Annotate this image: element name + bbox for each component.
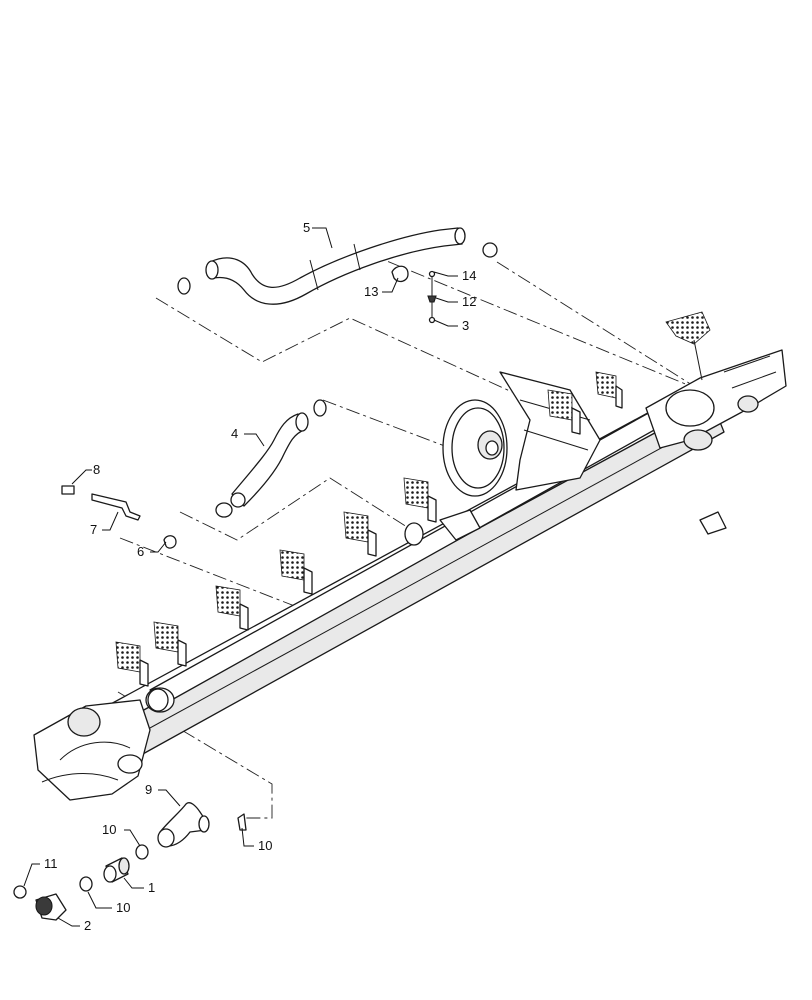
- callout-6: 6: [137, 544, 144, 559]
- callout-9: 9: [145, 782, 152, 797]
- clamp-6: [163, 535, 177, 549]
- callouts: 5 14 13 12 3 4 8 7 6 9 10 10 1 11 10 2: [23, 220, 476, 933]
- pipe-stub-b: [147, 688, 169, 712]
- hose-4: [230, 412, 309, 508]
- bracket-7: [547, 389, 581, 435]
- callout-10-right: 10: [258, 838, 272, 853]
- main-frame-assembly: [33, 311, 787, 801]
- bracket-6: [403, 477, 437, 523]
- clamp-10-lower: [79, 876, 93, 892]
- clamp-right-5: [482, 242, 498, 258]
- clamp-11: [13, 885, 27, 899]
- clamp-left-5: [177, 277, 191, 295]
- right-end-housing: [645, 349, 787, 451]
- callout-2: 2: [84, 918, 91, 933]
- bracket-2: [153, 621, 187, 667]
- callout-12: 12: [462, 294, 476, 309]
- callout-8: 8: [93, 462, 100, 477]
- clamp-10-upper: [135, 844, 149, 860]
- clamp-bottom-4: [215, 502, 233, 518]
- upper-beam: [149, 399, 691, 703]
- callout-3: 3: [462, 318, 469, 333]
- pipe-stub-a: [404, 522, 424, 546]
- row-brackets: [115, 371, 623, 687]
- hose-5: [205, 227, 466, 305]
- clip-10-right: [237, 813, 247, 831]
- callout-7: 7: [90, 522, 97, 537]
- fitting-8: [61, 485, 75, 495]
- bracket-3: [215, 585, 249, 631]
- callout-4: 4: [231, 426, 238, 441]
- tube-7: [91, 493, 141, 521]
- bracket-5: [343, 511, 377, 557]
- bracket-4: [279, 549, 313, 595]
- callout-10-lower: 10: [116, 900, 130, 915]
- hardware-13: [391, 265, 409, 283]
- elbow-9: [157, 802, 210, 848]
- callout-1: 1: [148, 880, 155, 895]
- clamp-top-4: [313, 399, 327, 417]
- callout-10-upper: 10: [102, 822, 116, 837]
- callout-13: 13: [364, 284, 378, 299]
- phantom-lines: [33, 251, 701, 819]
- callout-5: 5: [303, 220, 310, 235]
- callout-11: 11: [44, 856, 58, 871]
- bracket-1: [115, 641, 149, 687]
- callout-14: 14: [462, 268, 476, 283]
- main-beam-side: [117, 401, 725, 761]
- drum-assembly: [439, 371, 727, 541]
- right-bracket: [665, 311, 711, 381]
- hardware-14-12-3: [427, 270, 437, 324]
- bracket-8: [595, 371, 623, 409]
- coupling-1: [103, 857, 130, 883]
- cap-2: [35, 893, 67, 921]
